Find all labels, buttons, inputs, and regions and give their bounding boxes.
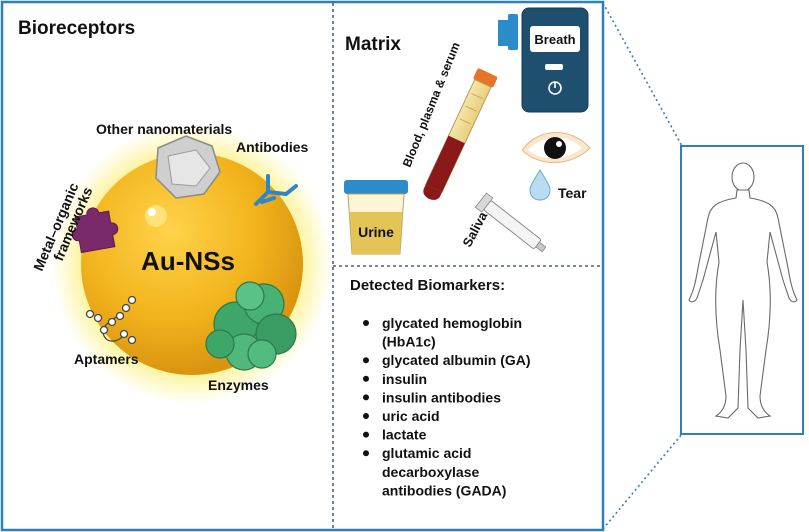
polyhedron-icon (155, 135, 221, 199)
urine-cup-icon (344, 180, 408, 255)
aptamer-icon (85, 295, 137, 345)
biomarker-item-text: decarboxylase (382, 464, 479, 480)
antibody-icon (254, 174, 298, 206)
matrix-title: Matrix (345, 34, 401, 55)
label-other-nanomaterials: Other nanomaterials (96, 121, 232, 137)
zoom-line-bottom (602, 433, 683, 530)
bioreceptors-title: Bioreceptors (18, 18, 135, 39)
au-nss-label: Au-NSs (141, 246, 235, 276)
zoom-line-top (602, 2, 683, 147)
biomarker-bullet (363, 431, 369, 438)
biomarker-item-text: insulin (382, 371, 427, 387)
breath-device-icon (498, 7, 589, 113)
label-tear: Tear (558, 185, 587, 201)
biomarker-item-text: antibodies (GADA) (382, 482, 506, 498)
biomarker-item-text: lactate (382, 427, 427, 443)
biomarker-bullet (363, 357, 369, 364)
biomarkers-title: Detected Biomarkers: (350, 277, 505, 294)
mof-puzzle-icon (71, 207, 119, 254)
label-enzymes: Enzymes (208, 377, 269, 393)
biomarker-item-text: glycated hemoglobin (382, 315, 522, 331)
biomarker-bullet (363, 413, 369, 419)
tear-drop-icon (529, 169, 551, 201)
biomarker-bullet (363, 375, 369, 382)
biomarker-list: glycated hemoglobin (HbA1c) glycated album… (363, 315, 531, 498)
label-breath: Breath (534, 32, 575, 47)
label-aptamers: Aptamers (74, 351, 139, 367)
sphere-highlight (145, 205, 167, 227)
label-antibodies: Antibodies (236, 139, 309, 155)
saliva-syringe-icon (474, 192, 547, 253)
enzyme-icon (205, 281, 297, 371)
blood-tube-icon (423, 68, 498, 200)
biomarker-bullet (363, 394, 369, 401)
human-silhouette-icon (688, 162, 798, 419)
biomarker-item-text: insulin antibodies (382, 389, 501, 405)
biomarker-item-text: glutamic acid (382, 445, 471, 461)
biomarker-item-text: glycated albumin (GA) (382, 352, 531, 368)
sphere-highlight-dot (148, 208, 156, 216)
label-urine: Urine (358, 224, 394, 240)
biomarker-bullet (363, 320, 369, 326)
biomarker-bullet (363, 450, 369, 457)
biomarker-item-text: uric acid (382, 408, 440, 424)
biomarker-item-text: (HbA1c) (382, 334, 436, 350)
eye-icon (521, 132, 591, 163)
